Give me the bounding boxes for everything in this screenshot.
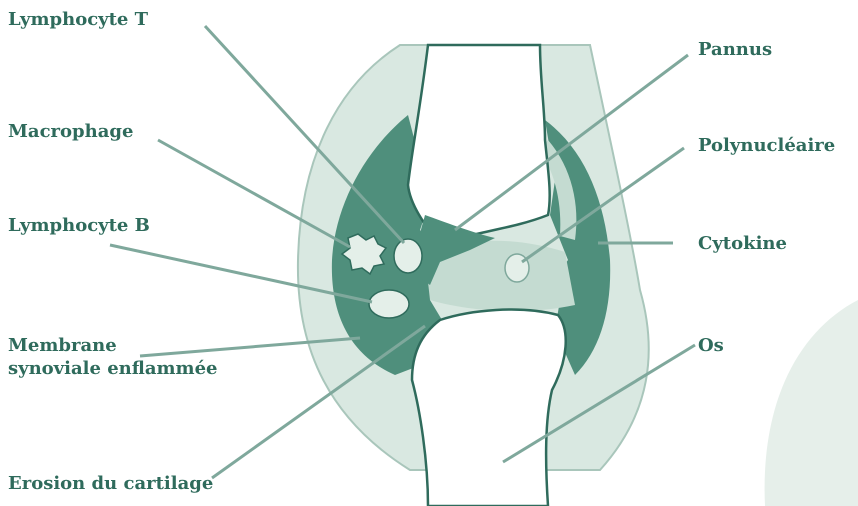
lower-bone <box>412 310 566 506</box>
label-lymphocyte-b: Lymphocyte B <box>8 214 150 237</box>
label-cytokine: Cytokine <box>698 232 787 255</box>
label-membrane-line2: synoviale enflammée <box>8 357 218 380</box>
label-membrane-line1: Membrane <box>8 334 218 357</box>
lymphocyte-t-cell <box>394 239 422 273</box>
lymphocyte-b-cell <box>369 290 409 318</box>
label-macrophage: Macrophage <box>8 120 133 143</box>
label-polynucleaire: Polynucléaire <box>698 134 835 157</box>
upper-bone <box>408 45 550 245</box>
label-lymphocyte-t: Lymphocyte T <box>8 8 148 31</box>
background-blob <box>765 300 858 506</box>
label-pannus: Pannus <box>698 38 772 61</box>
label-os: Os <box>698 334 724 357</box>
label-erosion: Erosion du cartilage <box>8 472 213 495</box>
label-membrane-synoviale: Membrane synoviale enflammée <box>8 334 218 380</box>
